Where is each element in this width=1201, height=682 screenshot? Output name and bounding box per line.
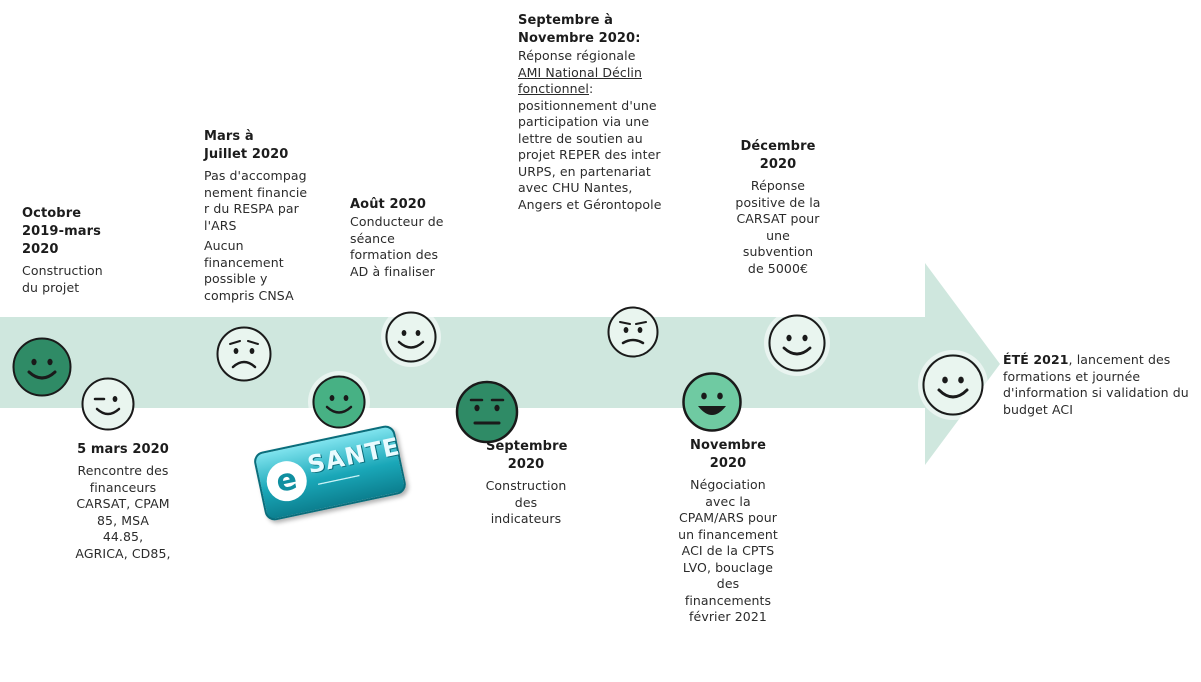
event-marjul2020-body1: Pas d'accompagnement financier du RESPA … xyxy=(204,168,308,233)
event-marjul2020: Mars à Juillet 2020 Pas d'accompagnement… xyxy=(204,128,314,304)
event-mar2020-title: 5 mars 2020 xyxy=(77,442,169,457)
sad-face-icon xyxy=(216,326,272,382)
event-sepnov2020-link[interactable]: AMI National Déclin fonctionnel xyxy=(518,64,643,97)
esante-logo-letter: e xyxy=(263,457,311,505)
event-sep2020-title: Septembre 2020 xyxy=(486,439,568,472)
event-mar2020-body: Rencontre des financeurs CARSAT, CPAM 85… xyxy=(75,463,171,561)
event-nov2020-body: Négociation avec la CPAM/ARS pour un fin… xyxy=(678,477,778,624)
event-dec2020-title: Décembre 2020 xyxy=(740,139,816,172)
event-sepnov2020-colon: : xyxy=(588,81,594,96)
event-sep2020: Septembre 2020 Construction des indicate… xyxy=(474,438,578,528)
laugh-face-icon xyxy=(682,372,742,432)
smile-face-icon xyxy=(922,354,984,416)
event-dec2020: Décembre 2020 Réponse positive de la CAR… xyxy=(728,138,828,277)
event-ete2021-body: , lancement des formations et journée d'… xyxy=(1003,352,1189,417)
wink-face-icon xyxy=(81,377,135,431)
worried-face-icon xyxy=(607,306,659,358)
event-mar2020: 5 mars 2020 Rencontre des financeurs CAR… xyxy=(58,441,188,562)
smile-face-icon xyxy=(312,375,366,429)
event-marjul2020-body2: Aucun financement possible y compris CNS… xyxy=(204,238,294,303)
event-marjul2020-title: Mars à Juillet 2020 xyxy=(204,129,289,162)
event-sepnov2020-line1: Réponse régionale xyxy=(518,48,636,63)
event-sep2020-body: Construction des indicateurs xyxy=(485,478,567,526)
event-oct2019: Octobre 2019-mars 2020 Construction du p… xyxy=(22,205,122,296)
event-ete2021-title: ÉTÉ 2021 xyxy=(1003,352,1069,367)
event-dec2020-body: Réponse positive de la CARSAT pour une s… xyxy=(735,178,821,276)
event-sepnov2020-title: Septembre à Novembre 2020: xyxy=(518,13,641,46)
smile-face-icon xyxy=(12,337,72,397)
event-oct2019-body: Construction du projet xyxy=(22,263,103,295)
event-oct2019-title: Octobre 2019-mars 2020 xyxy=(22,206,101,257)
timeline-arrow-shape xyxy=(0,263,1000,465)
event-ete2021: ÉTÉ 2021, lancement des formations et jo… xyxy=(1003,352,1198,418)
event-aug2020-title: Août 2020 xyxy=(350,197,427,212)
event-sepnov2020: Septembre à Novembre 2020: Réponse régio… xyxy=(518,12,678,213)
event-aug2020-body: Conducteur de séance formation des AD à … xyxy=(350,214,444,279)
event-sepnov2020-body: positionnement d'une participation via u… xyxy=(518,97,662,212)
event-nov2020-title: Novembre 2020 xyxy=(690,438,766,471)
neutral-face-icon xyxy=(455,380,519,444)
event-nov2020: Novembre 2020 Négociation avec la CPAM/A… xyxy=(668,437,788,626)
event-aug2020: Août 2020 Conducteur de séance formation… xyxy=(350,196,460,280)
smile-face-icon xyxy=(385,311,437,363)
smile-face-icon xyxy=(768,314,826,372)
